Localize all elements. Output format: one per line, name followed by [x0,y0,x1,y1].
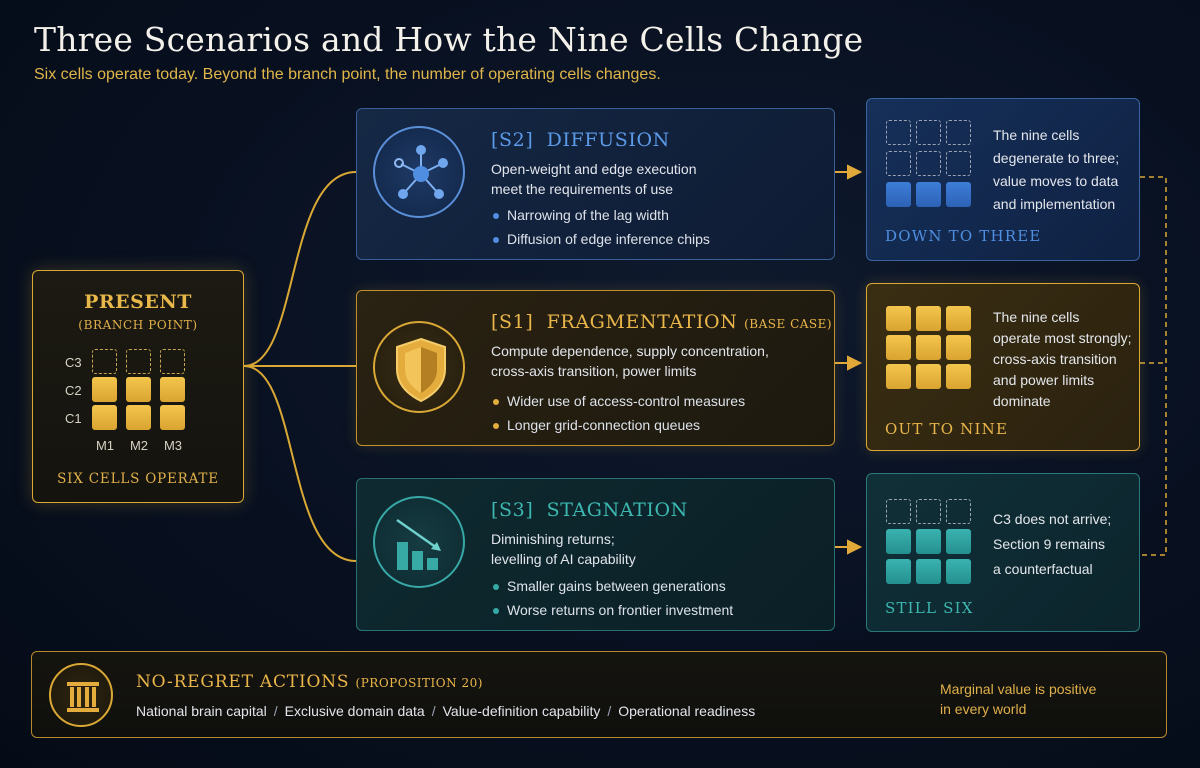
cell-c1-m2 [126,405,151,430]
cell-empty [916,120,941,145]
present-footer: SIX CELLS OPERATE [57,471,219,487]
list-item: Diffusion of edge inference chips [491,227,710,251]
present-title: PRESENT [84,291,192,313]
cell-c3-m1 [92,349,117,374]
branch-line-s2 [243,171,357,367]
cell-c3-m3 [160,349,185,374]
list-item: Operational readiness [618,703,756,719]
branch-line-s3 [243,365,357,562]
cell-active [916,364,941,389]
cell-active [946,529,971,554]
col-label-m2: M2 [129,438,149,453]
row-label-c1: C1 [65,411,82,426]
col-label-m1: M1 [95,438,115,453]
present-box: PRESENT (BRANCH POINT) C3 C2 C1 M1 M2 M3… [32,270,244,503]
present-subtitle: (BRANCH POINT) [78,318,198,332]
cell-active [886,364,911,389]
cell-empty [886,120,911,145]
scenario-s3-bullets: Smaller gains between generations Worse … [491,574,733,622]
no-regret-actions-box: NO-REGRET ACTIONS (PROPOSITION 20) Natio… [31,651,1167,738]
col-label-m3: M3 [163,438,183,453]
scenario-s3-box: [S3] STAGNATION Diminishing returns;leve… [356,478,835,631]
cell-empty [916,151,941,176]
cell-active [946,182,971,207]
cell-active [916,306,941,331]
cell-empty [946,120,971,145]
cell-c1-m3 [160,405,185,430]
cell-active [886,335,911,360]
cell-active [916,529,941,554]
cell-empty [886,499,911,524]
cell-active [886,559,911,584]
scenario-s2-bullets: Narrowing of the lag width Diffusion of … [491,203,710,251]
scenario-s1-desc: Compute dependence, supply concentration… [491,343,769,379]
scenario-s3-title: [S3] STAGNATION [491,499,688,521]
cell-c2-m3 [160,377,185,402]
outcome-down-to-three-label: DOWN TO THREE [885,227,1042,245]
declining-bars-icon [373,496,465,588]
outcome-out-to-nine-label: OUT TO NINE [885,420,1009,438]
list-item: Worse returns on frontier investment [491,598,733,622]
list-item: Longer grid-connection queues [491,413,745,437]
scenario-s3-desc: Diminishing returns;levelling of AI capa… [491,531,636,567]
no-regret-items: National brain capital/Exclusive domain … [136,703,756,719]
cell-empty [886,151,911,176]
list-item: Narrowing of the lag width [491,203,710,227]
cell-empty [946,499,971,524]
cell-empty [946,151,971,176]
cell-active [886,182,911,207]
cell-active [946,306,971,331]
outcome-dashed-bracket [1140,176,1167,556]
row-label-c2: C2 [65,383,82,398]
list-item: Wider use of access-control measures [491,389,745,413]
cell-active [946,559,971,584]
cell-active [916,182,941,207]
page-title: Three Scenarios and How the Nine Cells C… [34,20,864,59]
list-item: Exclusive domain data [284,703,425,719]
cell-active [916,559,941,584]
scenario-s1-box: [S1] FRAGMENTATION (BASE CASE) Compute d… [356,290,835,446]
scenario-s1-bullets: Wider use of access-control measures Lon… [491,389,745,437]
cell-active [946,335,971,360]
cell-empty [916,499,941,524]
network-nodes-icon [373,126,465,218]
cell-c3-m2 [126,349,151,374]
cell-active [916,335,941,360]
cell-active [886,529,911,554]
no-regret-title: NO-REGRET ACTIONS (PROPOSITION 20) [136,672,483,692]
list-item: Smaller gains between generations [491,574,733,598]
page-subtitle: Six cells operate today. Beyond the bran… [34,66,661,83]
scenario-s2-title: [S2] DIFFUSION [491,129,670,151]
outcome-still-six-label: STILL SIX [885,599,974,617]
pillar-icon [49,663,113,727]
shield-icon [373,321,465,413]
cell-c2-m1 [92,377,117,402]
scenario-s2-box: [S2] DIFFUSION Open-weight and edge exec… [356,108,835,260]
row-label-c3: C3 [65,355,82,370]
list-item: National brain capital [136,703,267,719]
cell-active [946,364,971,389]
scenario-s1-title: [S1] FRAGMENTATION (BASE CASE) [491,311,833,333]
cell-c2-m2 [126,377,151,402]
cell-active [886,306,911,331]
list-item: Value-definition capability [442,703,601,719]
cell-c1-m1 [92,405,117,430]
